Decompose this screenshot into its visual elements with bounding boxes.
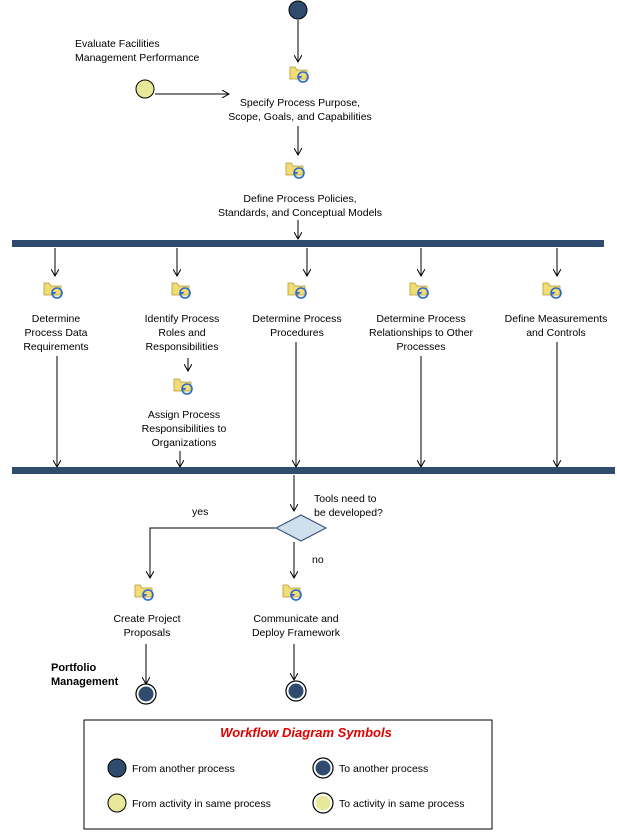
- legend-from-activity-symbol: [107, 793, 127, 813]
- decision-question-line-2: be developed?: [314, 507, 383, 519]
- decision-yes-label: yes: [192, 506, 208, 518]
- legend-from-activity-label: From activity in same process: [132, 798, 271, 810]
- activity-relationships-line-2[interactable]: Relationships to Other: [369, 327, 473, 339]
- activity-relationships-line-1[interactable]: Determine Process: [376, 313, 465, 325]
- legend-to-activity-label: To activity in same process: [339, 798, 464, 810]
- connector-yes: [150, 527, 276, 578]
- activity-roles-line-3[interactable]: Responsibilities: [146, 341, 219, 353]
- activity-data-req-line-3[interactable]: Requirements: [23, 341, 88, 353]
- exit-label-line-2: Management: [51, 676, 119, 688]
- legend: Workflow Diagram Symbols From another pr…: [83, 719, 493, 830]
- activity-icon: [542, 282, 562, 299]
- activity-data-req-line-2[interactable]: Process Data: [24, 327, 87, 339]
- activity-measurements-line-2[interactable]: and Controls: [526, 327, 586, 339]
- legend-to-another-symbol-inner: [315, 760, 331, 776]
- start-from-another-process: [288, 0, 308, 20]
- activity-icon: [287, 282, 307, 299]
- join-bar: [12, 467, 615, 474]
- fork-bar: [12, 240, 604, 247]
- activity-procedures-line-2[interactable]: Procedures: [270, 327, 324, 339]
- activity-assign-line-3[interactable]: Organizations: [152, 437, 217, 449]
- activity-specify-line-1[interactable]: Specify Process Purpose,: [240, 97, 360, 109]
- activity-icon: [285, 162, 305, 179]
- activity-icon: [173, 378, 193, 395]
- decision-diamond: [274, 514, 328, 542]
- activity-relationships-line-3[interactable]: Processes: [396, 341, 445, 353]
- activity-icon: [134, 584, 154, 601]
- entry-label-line-1: Evaluate Facilities: [75, 38, 160, 50]
- legend-to-another-label: To another process: [339, 763, 428, 775]
- entry-label-line-2: Management Performance: [75, 52, 199, 64]
- activity-icon: [282, 584, 302, 601]
- activity-communicate-line-1[interactable]: Communicate and: [253, 613, 338, 625]
- connectors: [55, 20, 557, 684]
- activity-data-req-line-1[interactable]: Determine: [32, 313, 81, 325]
- decision-no-label: no: [312, 554, 324, 566]
- activity-roles-line-1[interactable]: Identify Process: [145, 313, 220, 325]
- activity-procedures-line-1[interactable]: Determine Process: [252, 313, 341, 325]
- activity-icon: [409, 282, 429, 299]
- legend-title: Workflow Diagram Symbols: [220, 725, 392, 740]
- activity-icon: [171, 282, 191, 299]
- activity-measurements-line-1[interactable]: Define Measurements: [505, 313, 608, 325]
- activity-icon: [43, 282, 63, 299]
- from-activity-node: [135, 79, 155, 99]
- activity-define-policies-line-2[interactable]: Standards, and Conceptual Models: [218, 207, 382, 219]
- decision-question-line-1: Tools need to: [314, 493, 377, 505]
- activity-assign-line-2[interactable]: Responsibilities to: [142, 423, 227, 435]
- activity-define-policies-line-1[interactable]: Define Process Policies,: [243, 193, 356, 205]
- end-to-another-process-inner: [138, 686, 154, 702]
- legend-from-another-label: From another process: [132, 763, 235, 775]
- activity-proposals-line-1[interactable]: Create Project: [113, 613, 180, 625]
- exit-label-line-1: Portfolio: [51, 662, 96, 674]
- activity-roles-line-2[interactable]: Roles and: [158, 327, 205, 339]
- activity-icon: [289, 66, 309, 83]
- legend-box: [83, 719, 493, 830]
- activity-proposals-line-2[interactable]: Proposals: [124, 627, 171, 639]
- legend-to-activity-symbol-inner: [315, 795, 331, 811]
- end-node-inner: [288, 683, 304, 699]
- activity-communicate-line-2[interactable]: Deploy Framework: [252, 627, 341, 639]
- activity-specify-line-2[interactable]: Scope, Goals, and Capabilities: [228, 111, 372, 123]
- activity-assign-line-1[interactable]: Assign Process: [148, 409, 220, 421]
- legend-from-another-symbol: [107, 758, 127, 778]
